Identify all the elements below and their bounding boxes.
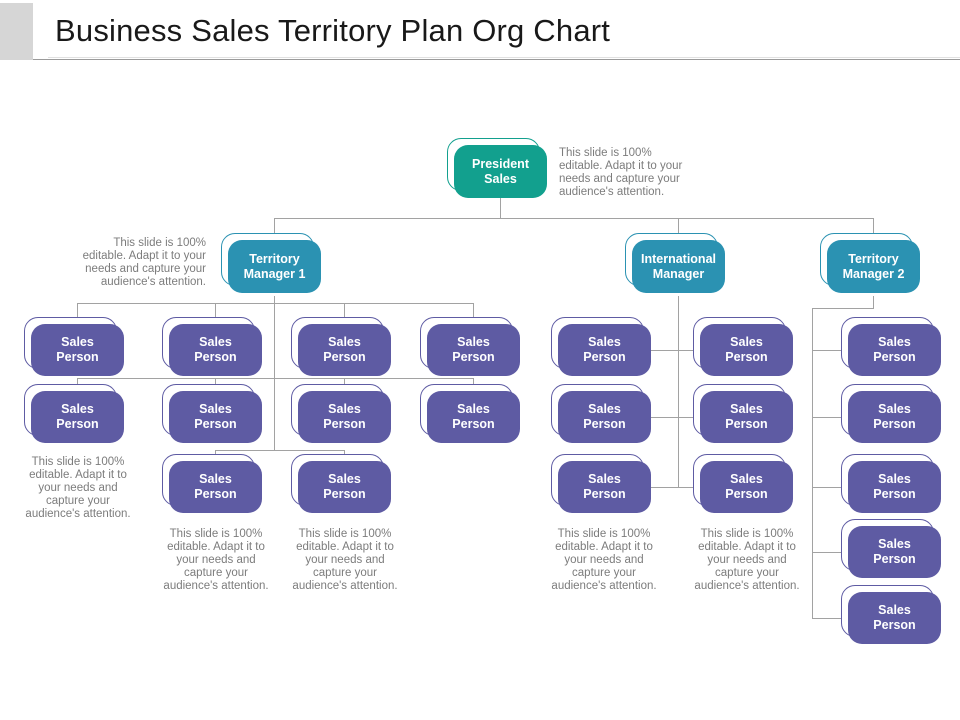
connector: [344, 450, 345, 455]
title-underline: [33, 59, 960, 60]
node-label: Sales Person: [848, 526, 941, 578]
connector: [651, 417, 700, 418]
connector: [344, 303, 345, 317]
connector: [812, 487, 848, 488]
connector: [274, 218, 275, 233]
org-node-sales-person: Sales Person: [162, 317, 262, 376]
org-node-sales-person: Sales Person: [551, 384, 651, 443]
title-underline-light: [48, 57, 960, 58]
node-label: Sales Person: [558, 391, 651, 443]
org-node-sales-person: Sales Person: [162, 384, 262, 443]
org-node-sales-person: Sales Person: [551, 317, 651, 376]
node-label: Sales Person: [427, 324, 520, 376]
connector: [812, 308, 813, 618]
node-label: President Sales: [454, 145, 547, 198]
org-node-sales-person: Sales Person: [841, 519, 941, 578]
connector: [651, 487, 700, 488]
org-node-sales-person: Sales Person: [24, 317, 124, 376]
connector: [77, 378, 78, 384]
org-node-sales-person: Sales Person: [291, 384, 391, 443]
node-label: Sales Person: [848, 592, 941, 644]
node-label: Sales Person: [427, 391, 520, 443]
connector: [215, 450, 345, 451]
node-label: Sales Person: [700, 324, 793, 376]
node-label: Sales Person: [298, 391, 391, 443]
title-accent-bar: [0, 3, 33, 60]
org-node-sales-person: Sales Person: [291, 454, 391, 513]
node-label: Sales Person: [848, 391, 941, 443]
connector: [344, 378, 345, 384]
connector: [812, 552, 848, 553]
node-label: Sales Person: [169, 324, 262, 376]
note-text: This slide is 100% editable. Adapt it to…: [25, 456, 131, 520]
org-node-territory-manager-2: Territory Manager 2: [820, 233, 920, 293]
node-label: Sales Person: [298, 461, 391, 513]
connector: [651, 350, 700, 351]
org-node-sales-person: Sales Person: [693, 454, 793, 513]
connector: [500, 198, 501, 218]
node-label: Sales Person: [169, 461, 262, 513]
node-label: Sales Person: [298, 324, 391, 376]
connector: [812, 618, 848, 619]
connector: [215, 303, 216, 317]
node-label: Sales Person: [558, 324, 651, 376]
slide-title: Business Sales Territory Plan Org Chart: [55, 13, 611, 48]
note-text: This slide is 100% editable. Adapt it to…: [559, 147, 683, 198]
org-node-sales-person: Sales Person: [841, 585, 941, 644]
org-node-international-manager: International Manager: [625, 233, 725, 293]
org-node-sales-person: Sales Person: [841, 454, 941, 513]
connector: [215, 378, 216, 384]
note-text: This slide is 100% editable. Adapt it to…: [292, 528, 398, 592]
org-node-president: President Sales: [447, 138, 547, 198]
connector: [812, 308, 874, 309]
connector: [873, 218, 874, 233]
connector: [473, 378, 474, 384]
org-node-sales-person: Sales Person: [693, 317, 793, 376]
org-node-sales-person: Sales Person: [291, 317, 391, 376]
connector: [77, 303, 78, 317]
connector: [215, 450, 216, 455]
node-label: Sales Person: [848, 324, 941, 376]
node-label: Sales Person: [558, 461, 651, 513]
node-label: Sales Person: [700, 461, 793, 513]
node-label: Sales Person: [31, 391, 124, 443]
node-label: Territory Manager 1: [228, 240, 321, 293]
connector: [77, 378, 474, 379]
node-label: Sales Person: [848, 461, 941, 513]
connector: [873, 296, 874, 308]
connector: [812, 350, 848, 351]
org-node-sales-person: Sales Person: [420, 317, 520, 376]
node-label: International Manager: [632, 240, 725, 293]
org-node-sales-person: Sales Person: [24, 384, 124, 443]
note-text: This slide is 100% editable. Adapt it to…: [163, 528, 269, 592]
note-text: This slide is 100% editable. Adapt it to…: [551, 528, 657, 592]
connector: [274, 218, 874, 219]
node-label: Sales Person: [31, 324, 124, 376]
org-node-sales-person: Sales Person: [551, 454, 651, 513]
connector: [473, 303, 474, 317]
org-node-sales-person: Sales Person: [841, 384, 941, 443]
org-node-sales-person: Sales Person: [420, 384, 520, 443]
connector: [77, 303, 474, 304]
org-node-territory-manager-1: Territory Manager 1: [221, 233, 321, 293]
org-node-sales-person: Sales Person: [693, 384, 793, 443]
node-label: Sales Person: [169, 391, 262, 443]
note-text: This slide is 100% editable. Adapt it to…: [694, 528, 800, 592]
node-label: Territory Manager 2: [827, 240, 920, 293]
connector: [274, 296, 275, 451]
connector: [678, 218, 679, 233]
node-label: Sales Person: [700, 391, 793, 443]
note-text: This slide is 100% editable. Adapt it to…: [82, 237, 206, 288]
org-node-sales-person: Sales Person: [841, 317, 941, 376]
connector: [812, 417, 848, 418]
org-node-sales-person: Sales Person: [162, 454, 262, 513]
connector: [678, 296, 679, 487]
